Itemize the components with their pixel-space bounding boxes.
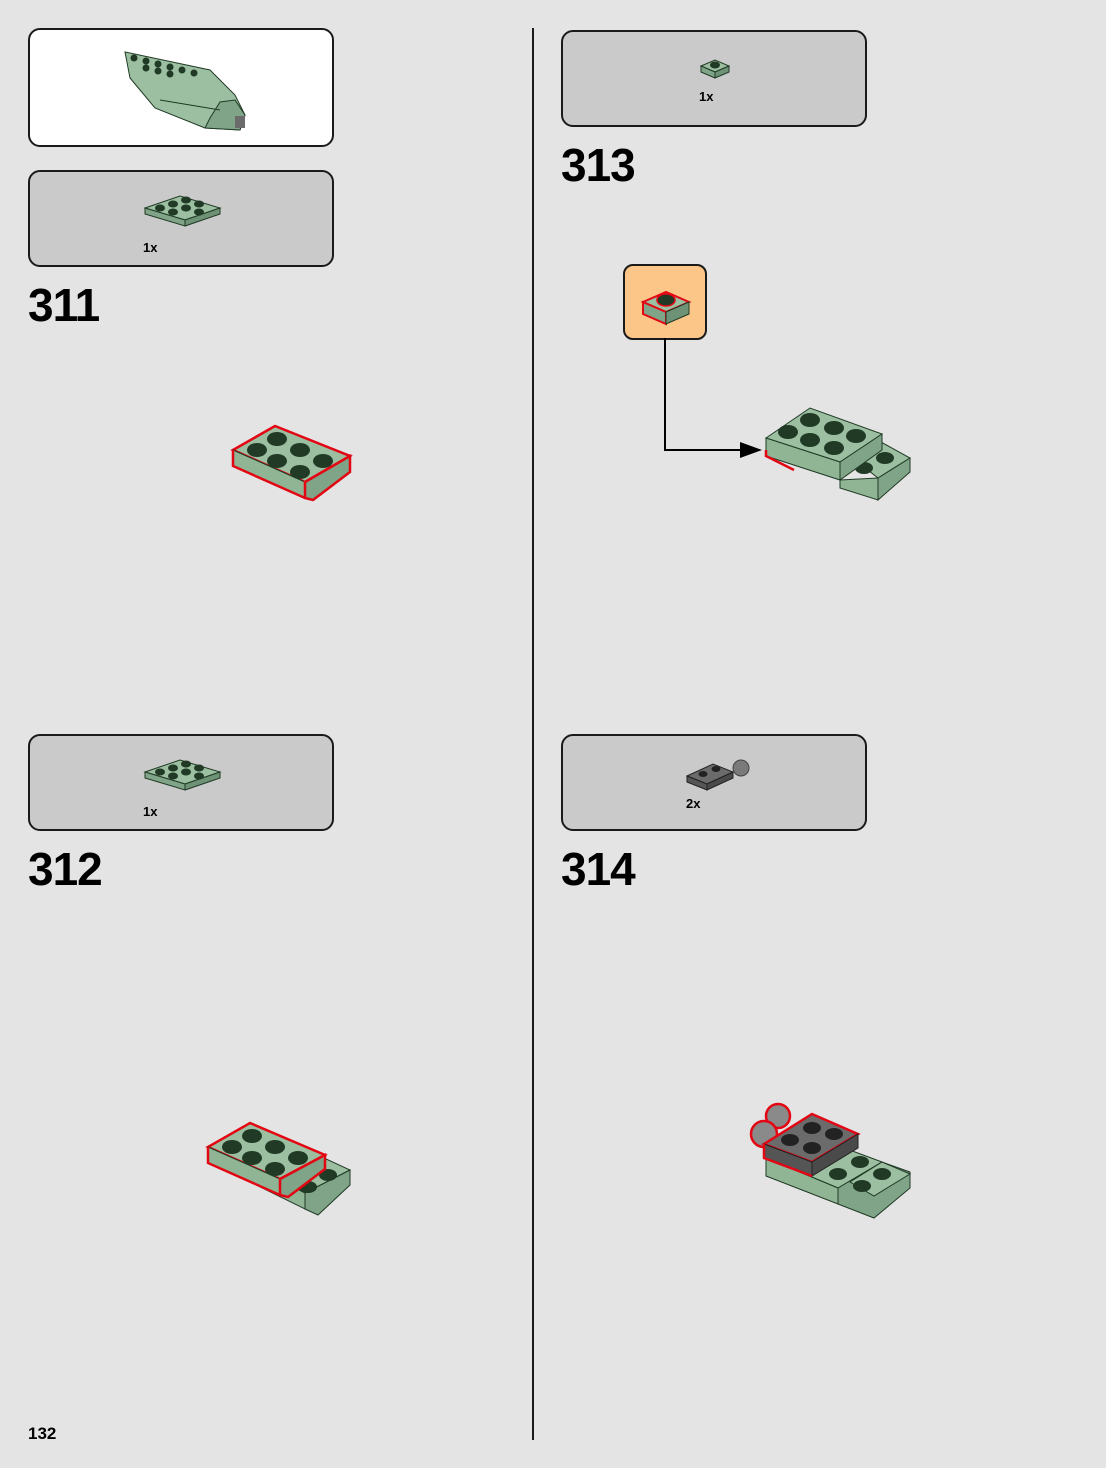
- part-quantity: 1x: [143, 804, 158, 819]
- part-quantity: 2x: [686, 796, 701, 811]
- parts-list-box-312: 1x: [28, 734, 334, 831]
- plate-2x3-icon: [143, 759, 222, 791]
- parts-list-box-313: 1x: [561, 30, 867, 127]
- sub-step-callout: [623, 264, 707, 340]
- step-number-313: 313: [561, 139, 636, 191]
- column-divider: [532, 28, 534, 1440]
- arrow-right-icon: [664, 338, 762, 458]
- page-number: 132: [28, 1424, 57, 1443]
- step-number-311: 311: [28, 279, 100, 331]
- part-quantity: 1x: [699, 89, 714, 104]
- step-314-model-icon: [749, 1102, 912, 1219]
- step-312-model-icon: [205, 1121, 352, 1216]
- plate-1x1-icon: [699, 59, 731, 79]
- plate-2x3-icon: [143, 195, 222, 227]
- part-quantity: 1x: [143, 240, 158, 255]
- plate-with-ball-icon: [685, 759, 750, 791]
- step-311-model-icon: [230, 424, 353, 502]
- step-number-312: 312: [28, 843, 103, 895]
- step-313-model-icon: [764, 407, 911, 502]
- parts-list-box-311: 1x: [28, 170, 334, 267]
- step-number-314: 314: [561, 843, 636, 895]
- parts-list-box-314: 2x: [561, 734, 867, 831]
- ship-assembly-preview-icon: [124, 51, 246, 131]
- assembly-preview-box: [28, 28, 334, 147]
- plate-1x1-callout-icon: [640, 290, 692, 326]
